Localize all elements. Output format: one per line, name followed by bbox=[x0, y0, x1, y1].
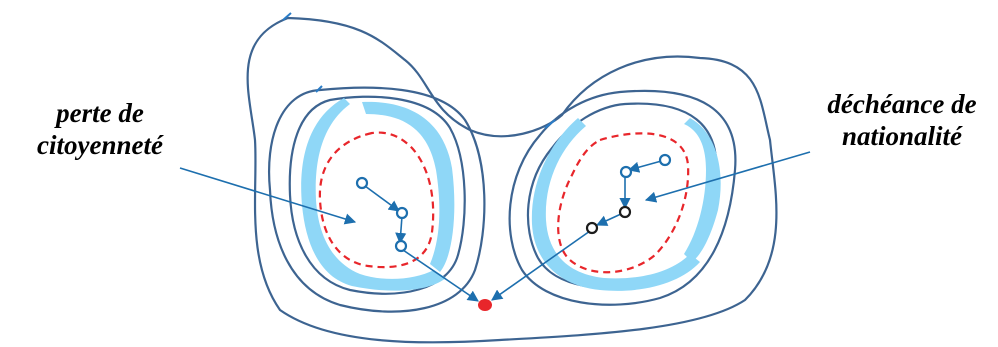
right-node-2 bbox=[619, 165, 633, 179]
right-label-line1: déchéance de bbox=[827, 89, 976, 119]
left-inner-ring bbox=[288, 95, 466, 295]
left-label-line2: citoyenneté bbox=[37, 130, 164, 160]
outer-outline bbox=[246, 16, 778, 344]
left-band-outer bbox=[301, 98, 446, 291]
left-ring-tick bbox=[315, 85, 323, 93]
right-label-line2: nationalité bbox=[842, 121, 963, 151]
left-label-pointer bbox=[179, 167, 357, 225]
left-node-3 bbox=[394, 239, 408, 253]
left-arrow-to-target bbox=[402, 249, 479, 302]
left-node-1 bbox=[355, 176, 369, 190]
right-dashed-region bbox=[557, 132, 690, 274]
outline-tick-top bbox=[282, 12, 292, 21]
left-outer-ring bbox=[268, 86, 486, 313]
target-point bbox=[478, 299, 492, 311]
right-ring-tick bbox=[544, 119, 556, 129]
left-arrow-1 bbox=[364, 185, 400, 212]
right-node-3 bbox=[618, 205, 632, 219]
left-label-line1: perte de bbox=[54, 98, 144, 128]
right-label-pointer bbox=[644, 151, 811, 203]
right-node-1 bbox=[658, 153, 672, 167]
right-band-outer bbox=[531, 118, 700, 291]
right-band-inner bbox=[684, 118, 721, 262]
left-node-2 bbox=[395, 206, 409, 220]
right-arrow-3 bbox=[595, 213, 622, 226]
right-node-4 bbox=[585, 221, 599, 235]
right-outer-ring bbox=[508, 89, 737, 306]
left-band-inner bbox=[362, 101, 455, 272]
left-arrow-2 bbox=[395, 215, 407, 245]
right-arrow-to-target bbox=[491, 230, 591, 301]
right-arrow-1 bbox=[627, 159, 666, 173]
left-dashed-region bbox=[318, 131, 435, 269]
